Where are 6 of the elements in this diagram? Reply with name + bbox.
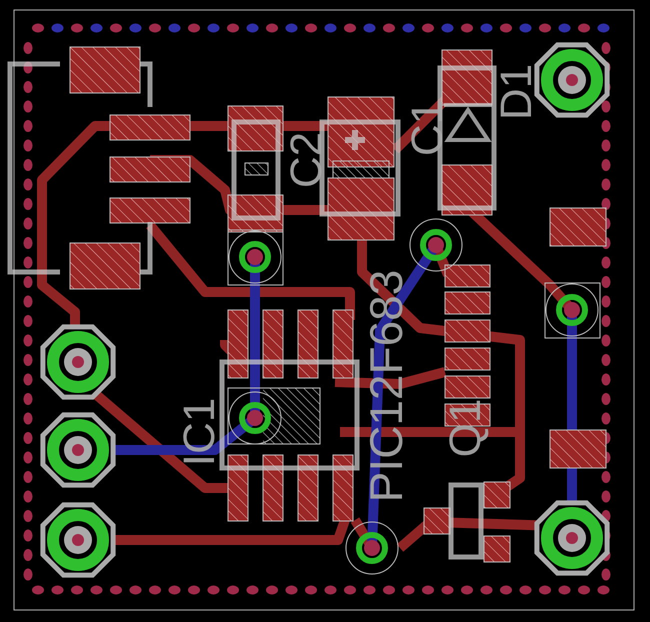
component-label: Q1	[444, 398, 488, 458]
component-label: IC1	[178, 398, 222, 466]
component-label: D1	[495, 64, 539, 120]
component-label: C2	[285, 132, 329, 188]
component-label: PIC12F683	[363, 270, 409, 502]
component-label: C1	[406, 100, 450, 156]
